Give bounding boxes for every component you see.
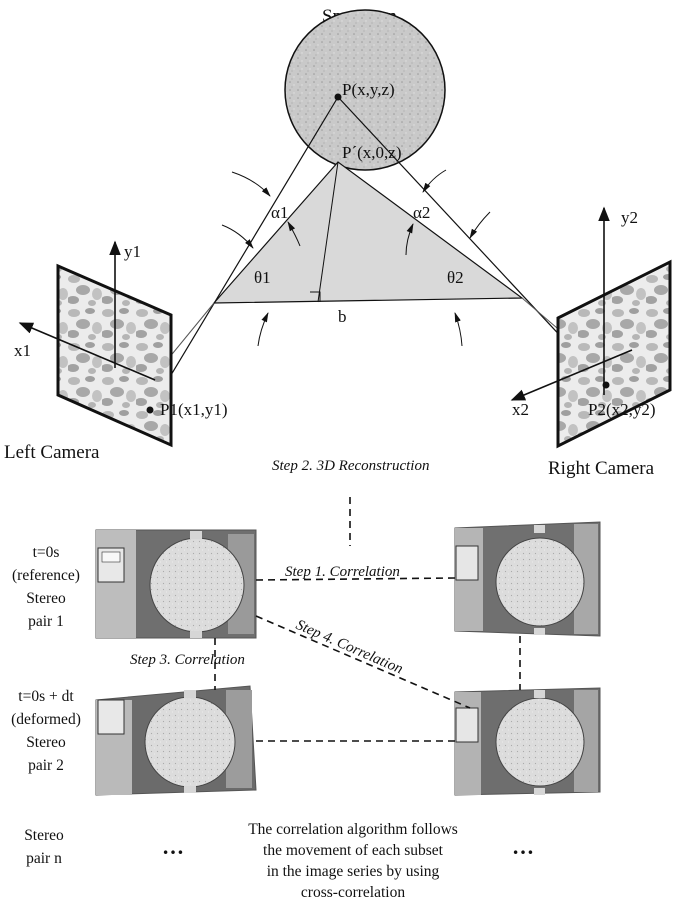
step1-label: Step 1. Correlation (285, 564, 400, 580)
right-axis-x-label: x2 (512, 400, 529, 419)
caption: The correlation algorithm follows the mo… (248, 821, 458, 901)
reconstruction-triangle (212, 161, 524, 304)
angle-arcs (221, 169, 491, 347)
alpha2-label: α2 (413, 203, 430, 222)
right-camera-sensor (556, 259, 672, 449)
specimen-circle (284, 9, 446, 171)
row1-line4: pair 1 (28, 613, 64, 630)
left-axis-x-label: x1 (14, 341, 31, 360)
caption-line1: The correlation algorithm follows (248, 821, 458, 838)
row2-line3: Stereo (26, 734, 66, 751)
point-p-prime-label: P´(x,0,z) (342, 143, 401, 162)
step4-label: Step 4. Correlation (293, 617, 405, 677)
row1-line1: t=0s (33, 544, 60, 561)
right-point-marker (602, 381, 610, 389)
right-camera-label: Right Camera (548, 458, 655, 479)
pair1-left-image (95, 529, 257, 639)
correlation-connectors (214, 577, 521, 742)
alpha1-label: α1 (271, 203, 288, 222)
right-angle-marker (310, 291, 321, 302)
left-axis-x (18, 322, 156, 381)
right-axis-x (510, 349, 633, 401)
ray-left (149, 96, 339, 411)
right-axis-y-label: y2 (621, 208, 638, 227)
row1-line3: Stereo (26, 590, 66, 607)
row1-line2: (reference) (12, 567, 80, 584)
baseline-label: b (338, 307, 347, 326)
left-camera-label: Left Camera (4, 442, 100, 463)
row2-line4: pair 2 (28, 757, 64, 774)
caption-line3: in the image series by using (267, 863, 440, 880)
row2-line1: t=0s + dt (18, 688, 74, 705)
row3-label: Stereo pair n (24, 827, 64, 867)
row3-line1: Stereo (24, 827, 64, 844)
ellipsis-right: … (512, 834, 535, 859)
step2-label: Step 2. 3D Reconstruction (272, 458, 429, 474)
row3-line2: pair n (26, 850, 62, 867)
pair1-right-image (454, 521, 601, 637)
row2-label: t=0s + dt (deformed) Stereo pair 2 (11, 688, 81, 774)
theta1-label: θ1 (254, 268, 271, 287)
caption-line4: cross-correlation (301, 884, 405, 901)
left-point-marker (146, 406, 154, 414)
caption-line2: the movement of each subset (263, 842, 444, 859)
left-point-label: P1(x1,y1) (160, 400, 228, 419)
row2-line2: (deformed) (11, 711, 81, 728)
ellipsis-left: … (162, 834, 185, 859)
left-axis-y-label: y1 (124, 242, 141, 261)
pair2-left-image (95, 685, 257, 796)
right-point-label: P2(x2,y2) (588, 400, 656, 419)
pair2-right-image (454, 687, 601, 796)
theta2-label: θ2 (447, 268, 464, 287)
step3-label: Step 3. Correlation (130, 652, 245, 668)
row1-label: t=0s (reference) Stereo pair 1 (12, 544, 80, 630)
height-line (317, 161, 339, 303)
point-p-label: P(x,y,z) (342, 80, 395, 99)
